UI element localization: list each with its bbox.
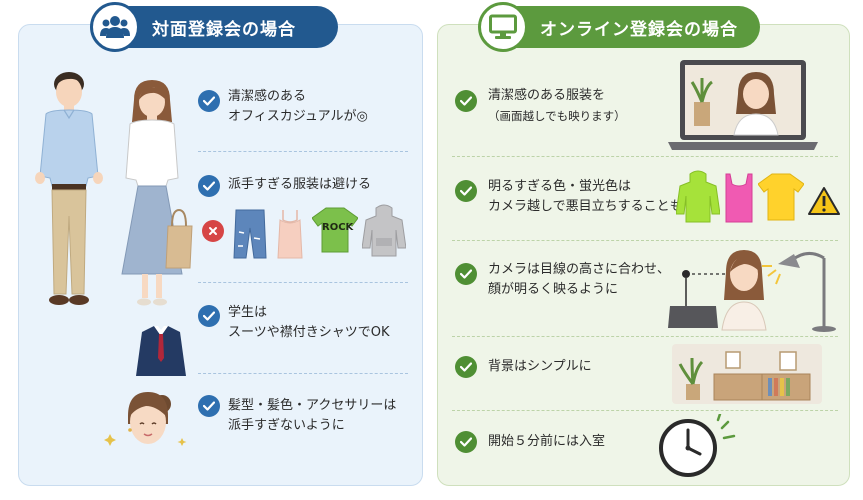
online-item-1-line1: 清潔感のある服装を bbox=[488, 88, 606, 103]
camisole-illustration bbox=[277, 210, 303, 259]
check-icon bbox=[455, 263, 477, 285]
x-icon bbox=[202, 220, 224, 242]
in-person-item-3-line2: スーツや襟付きシャツでOK bbox=[228, 325, 390, 340]
online-item-5: 開始５分前には入室 bbox=[488, 434, 606, 449]
online-header: オンライン登録会の場合 bbox=[478, 2, 760, 52]
suit-jacket-illustration bbox=[136, 326, 186, 376]
divider bbox=[452, 156, 838, 157]
check-icon bbox=[198, 175, 220, 197]
divider bbox=[452, 240, 838, 241]
hoodie-illustration bbox=[362, 204, 406, 257]
people-icon bbox=[90, 2, 140, 52]
check-icon bbox=[455, 180, 477, 202]
neon-green-hoodie-illustration bbox=[676, 170, 720, 223]
online-item-4: 背景はシンプルに bbox=[488, 359, 592, 374]
online-item-2: 明るすぎる色・蛍光色は カメラ越しで悪目立ちすることも bbox=[488, 177, 683, 217]
check-icon bbox=[455, 356, 477, 378]
divider bbox=[198, 373, 408, 374]
in-person-item-1: 清潔感のある オフィスカジュアルが◎ bbox=[228, 87, 368, 127]
check-icon bbox=[198, 305, 220, 327]
monitor-icon bbox=[478, 2, 528, 52]
in-person-title: 対面登録会の場合 bbox=[152, 19, 296, 40]
divider bbox=[198, 151, 408, 152]
camera-eye-level-illustration bbox=[668, 250, 836, 332]
in-person-item-4-line1: 髪型・髪色・アクセサリーは bbox=[228, 398, 397, 413]
simple-background-illustration bbox=[672, 344, 822, 404]
check-icon bbox=[455, 431, 477, 453]
man-office-casual-illustration bbox=[35, 72, 103, 305]
online-item-2-line1: 明るすぎる色・蛍光色は bbox=[488, 179, 632, 194]
laptop-video-call-illustration bbox=[668, 60, 818, 150]
clock-icon bbox=[659, 414, 736, 477]
in-person-header: 対面登録会の場合 bbox=[90, 2, 338, 52]
online-item-1-line2: （画面越しでも映ります） bbox=[488, 109, 626, 123]
divider bbox=[198, 282, 408, 283]
rock-tshirt-text: ROCK bbox=[322, 222, 354, 233]
in-person-panel bbox=[18, 24, 423, 486]
check-icon bbox=[198, 395, 220, 417]
online-item-3-line1: カメラは目線の高さに合わせ、 bbox=[488, 262, 671, 277]
in-person-item-1-line2: オフィスカジュアルが◎ bbox=[228, 109, 368, 124]
divider bbox=[452, 336, 838, 337]
online-item-3-line2: 顔が明るく映るように bbox=[488, 282, 619, 297]
hairstyle-illustration bbox=[104, 392, 187, 446]
check-icon bbox=[455, 90, 477, 112]
yellow-tshirt-illustration bbox=[758, 173, 804, 221]
in-person-item-4: 髪型・髪色・アクセサリーは 派手すぎないように bbox=[228, 396, 396, 436]
online-item-2-line2: カメラ越しで悪目立ちすることも bbox=[488, 199, 683, 214]
rock-tshirt-illustration bbox=[312, 207, 358, 253]
in-person-item-1-line1: 清潔感のある bbox=[228, 89, 307, 104]
online-item-3: カメラは目線の高さに合わせ、 顔が明るく映るように bbox=[488, 260, 670, 300]
in-person-item-3-line1: 学生は bbox=[228, 305, 268, 320]
in-person-item-3: 学生は スーツや襟付きシャツでOK bbox=[228, 303, 390, 343]
divider bbox=[452, 410, 838, 411]
in-person-item-2: 派手すぎる服装は避ける bbox=[228, 177, 372, 192]
check-icon bbox=[198, 90, 220, 112]
online-item-1: 清潔感のある服装を （画面越しでも映ります） bbox=[488, 86, 626, 126]
woman-office-casual-illustration bbox=[121, 80, 193, 306]
pink-tank-top-illustration bbox=[725, 173, 753, 223]
online-title: オンライン登録会の場合 bbox=[540, 19, 738, 40]
ripped-jeans-illustration bbox=[233, 209, 267, 259]
warning-icon bbox=[808, 187, 840, 215]
in-person-item-4-line2: 派手すぎないように bbox=[228, 418, 345, 433]
